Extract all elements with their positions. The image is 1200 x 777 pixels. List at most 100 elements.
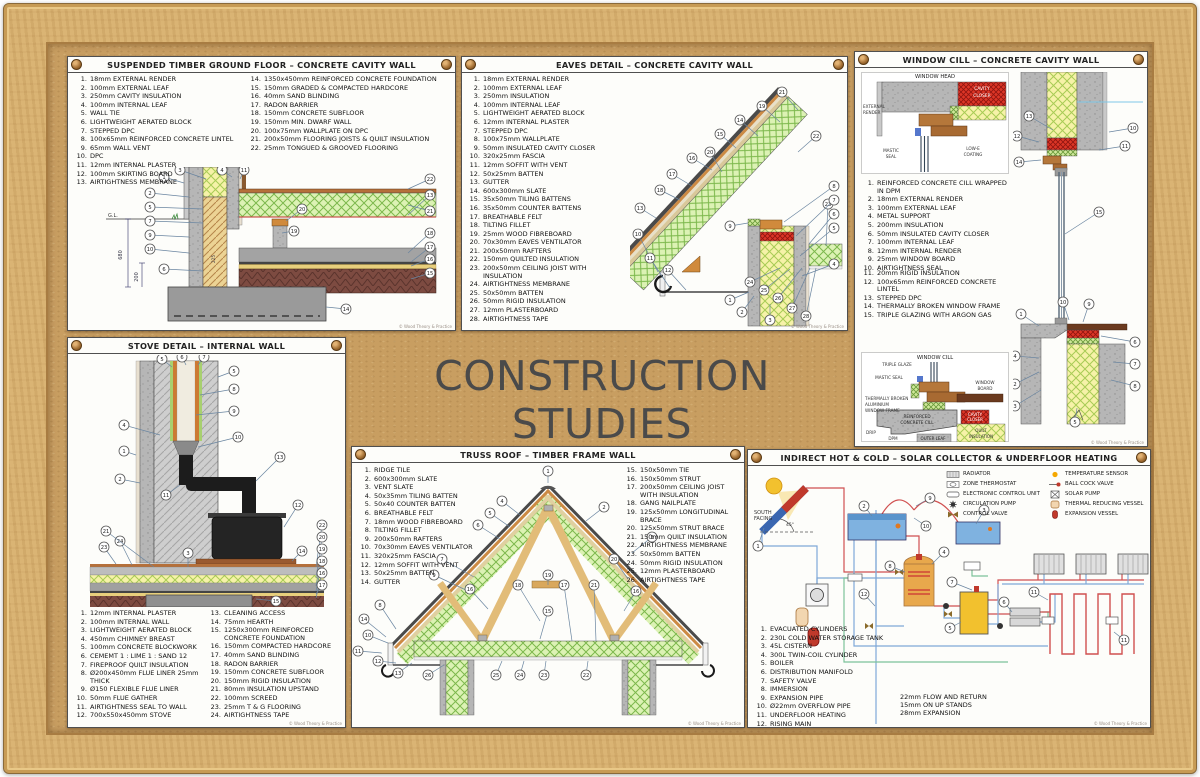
callout: 13 bbox=[255, 451, 286, 482]
drawing-label: OUTER LEAF bbox=[921, 436, 947, 441]
callout: 7 bbox=[144, 215, 204, 227]
svg-text:10: 10 bbox=[235, 435, 242, 441]
list-item: 2.100mm INTERNAL WALL bbox=[80, 617, 170, 626]
list-item: 20.150mm RIGID INSULATION bbox=[210, 676, 311, 685]
temperature-sensor-icon bbox=[1052, 471, 1058, 477]
callout: 26 bbox=[772, 267, 803, 304]
list-item: 9.65mm WALL VENT bbox=[80, 143, 151, 152]
rafter-slopes bbox=[390, 485, 706, 665]
list-item: 7.FIREPROOF QUILT INSULATION bbox=[80, 660, 189, 669]
callout: 8 bbox=[199, 383, 240, 396]
list-item: 21.150mm QUILT INSULATION bbox=[626, 532, 727, 541]
svg-text:12: 12 bbox=[1014, 134, 1021, 140]
copyright: © Wood Theory & Practice bbox=[1093, 721, 1147, 726]
callout: 11 bbox=[1028, 586, 1049, 601]
drawing-label: CAVITY bbox=[968, 412, 983, 417]
svg-text:16: 16 bbox=[467, 587, 474, 593]
list-item: 3.250mm INSULATION bbox=[473, 92, 550, 101]
list-item: 6.50mm INSULATED CAVITY CLOSER bbox=[867, 229, 990, 238]
callout: 1 bbox=[542, 465, 554, 483]
drawing-label: BOARD bbox=[977, 386, 992, 391]
callout: 20 bbox=[608, 553, 629, 580]
drawing-label: 225 bbox=[211, 255, 216, 263]
window-head-inset: WINDOW HEADEXTERNALRENDERCAVITYCLOSERMAS… bbox=[861, 72, 1009, 174]
callout: 10 bbox=[1057, 296, 1070, 321]
svg-text:13: 13 bbox=[637, 206, 644, 212]
callout: 21 bbox=[776, 86, 799, 111]
drawing-label: SEAL bbox=[886, 154, 897, 159]
svg-text:16: 16 bbox=[689, 156, 696, 162]
cylinder bbox=[903, 554, 935, 607]
drawing-label: REINFORCED bbox=[903, 414, 930, 419]
list-item: 11.12mm SOFFIT WITH VENT bbox=[469, 160, 568, 169]
list-item: 8.100x65mm REINFORCED CONCRETE LINTEL bbox=[80, 135, 234, 144]
legend-label: TEMPERATURE SENSOR bbox=[1065, 471, 1129, 477]
svg-text:12: 12 bbox=[375, 659, 382, 665]
floor-layers bbox=[89, 558, 325, 607]
callout: 15 bbox=[1064, 206, 1105, 235]
list-item: 26.AIRTIGHTNESS TAPE bbox=[626, 575, 706, 584]
floor-build-up bbox=[106, 167, 437, 322]
drawing-label: DRIP bbox=[866, 430, 876, 435]
list-item: 12.700x550x450mm STOVE bbox=[76, 711, 172, 720]
callout: 13 bbox=[1023, 110, 1054, 131]
manifold bbox=[997, 607, 1041, 629]
svg-text:28: 28 bbox=[803, 314, 810, 320]
list-item: 8.IMMERSION bbox=[760, 685, 808, 694]
callout: 23 bbox=[538, 660, 550, 681]
callout: 17 bbox=[666, 168, 693, 187]
callout: 23 bbox=[98, 541, 117, 565]
list-item: 1.RIDGE TILE bbox=[364, 466, 411, 474]
list-item: 16.40mm SAND BLINDING bbox=[250, 92, 340, 101]
callout: 3 bbox=[631, 531, 658, 554]
list-item: 16.150x50mm STRUT bbox=[626, 474, 701, 483]
svg-text:7: 7 bbox=[202, 355, 205, 361]
list-item: 11.AIRTIGHTNESS SEAL TO WALL bbox=[76, 702, 187, 711]
callout: 2 bbox=[736, 295, 755, 318]
callout: 21 bbox=[100, 525, 155, 568]
svg-text:21: 21 bbox=[779, 90, 786, 96]
callout: 9 bbox=[195, 405, 240, 417]
ceiling bbox=[413, 640, 683, 661]
walls bbox=[439, 659, 657, 716]
svg-text:26: 26 bbox=[775, 296, 782, 302]
callout: 3 bbox=[975, 504, 990, 525]
svg-text:5: 5 bbox=[1073, 420, 1076, 426]
callout: 2 bbox=[114, 473, 141, 485]
list-item: 2.100mm EXTERNAL LEAF bbox=[80, 83, 170, 92]
svg-text:16: 16 bbox=[427, 257, 434, 263]
list-item: 24.AIRTIGHTNESS TAPE bbox=[210, 711, 290, 720]
svg-text:5: 5 bbox=[948, 626, 951, 632]
electronic-control-unit-icon bbox=[946, 491, 960, 497]
svg-text:16: 16 bbox=[319, 571, 326, 577]
svg-text:9: 9 bbox=[1087, 302, 1090, 308]
svg-text:17: 17 bbox=[669, 172, 676, 178]
svg-text:7: 7 bbox=[1133, 362, 1136, 368]
drawing-label: QUILT bbox=[975, 428, 987, 433]
roof-slope bbox=[630, 87, 808, 291]
legend-label: RADIATOR bbox=[963, 471, 991, 477]
callout: 2 bbox=[1013, 371, 1040, 390]
svg-text:11: 11 bbox=[1121, 638, 1128, 644]
drawing-label: TRIPLE GLAZE bbox=[881, 362, 912, 367]
gutter bbox=[381, 664, 395, 678]
callout: 1 bbox=[118, 445, 137, 457]
list-item: 10.320x25mm FASCIA bbox=[469, 152, 545, 161]
list-item: 18.TILTING FILLET bbox=[469, 221, 531, 230]
callout: 22 bbox=[407, 173, 436, 190]
drawing-label: INSULATION bbox=[969, 434, 993, 439]
eaves-drawing: 2119141516171813101112202223876549123242… bbox=[630, 86, 843, 327]
svg-text:1: 1 bbox=[756, 544, 759, 550]
drawing-label: WINDOW CILL bbox=[917, 355, 953, 361]
svg-text:19: 19 bbox=[545, 573, 552, 579]
svg-text:1: 1 bbox=[162, 175, 165, 181]
svg-text:11: 11 bbox=[647, 256, 654, 262]
legend-row: SOLAR PUMP bbox=[1048, 489, 1146, 499]
callout: 7 bbox=[946, 576, 973, 591]
svg-text:3: 3 bbox=[1013, 404, 1016, 410]
